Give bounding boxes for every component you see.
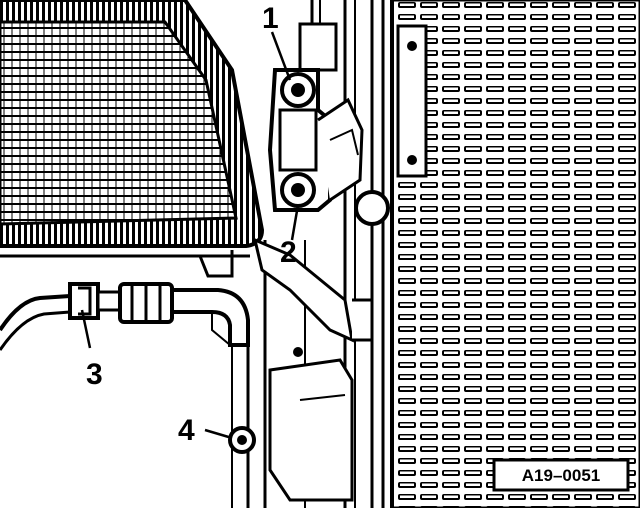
bolt-1 <box>280 72 316 108</box>
reference-code: A19–0051 <box>522 466 600 485</box>
bolt-4 <box>228 426 256 454</box>
round-plug <box>354 190 390 226</box>
condenser-core <box>370 0 640 508</box>
callout-4: 4 <box>178 414 195 447</box>
callout-1: 1 <box>262 2 279 35</box>
leader-lines <box>80 31 300 440</box>
hose-connector <box>0 282 250 351</box>
mounting-bracket-plate <box>396 24 428 178</box>
callout-2: 2 <box>280 236 297 269</box>
lower-bracket <box>252 237 374 502</box>
reference-code-box: A19–0051 <box>492 458 630 492</box>
center-bracket <box>267 68 364 212</box>
callout-3: 3 <box>86 358 103 391</box>
headlight-assembly <box>0 0 265 278</box>
bolt-2 <box>280 172 316 208</box>
